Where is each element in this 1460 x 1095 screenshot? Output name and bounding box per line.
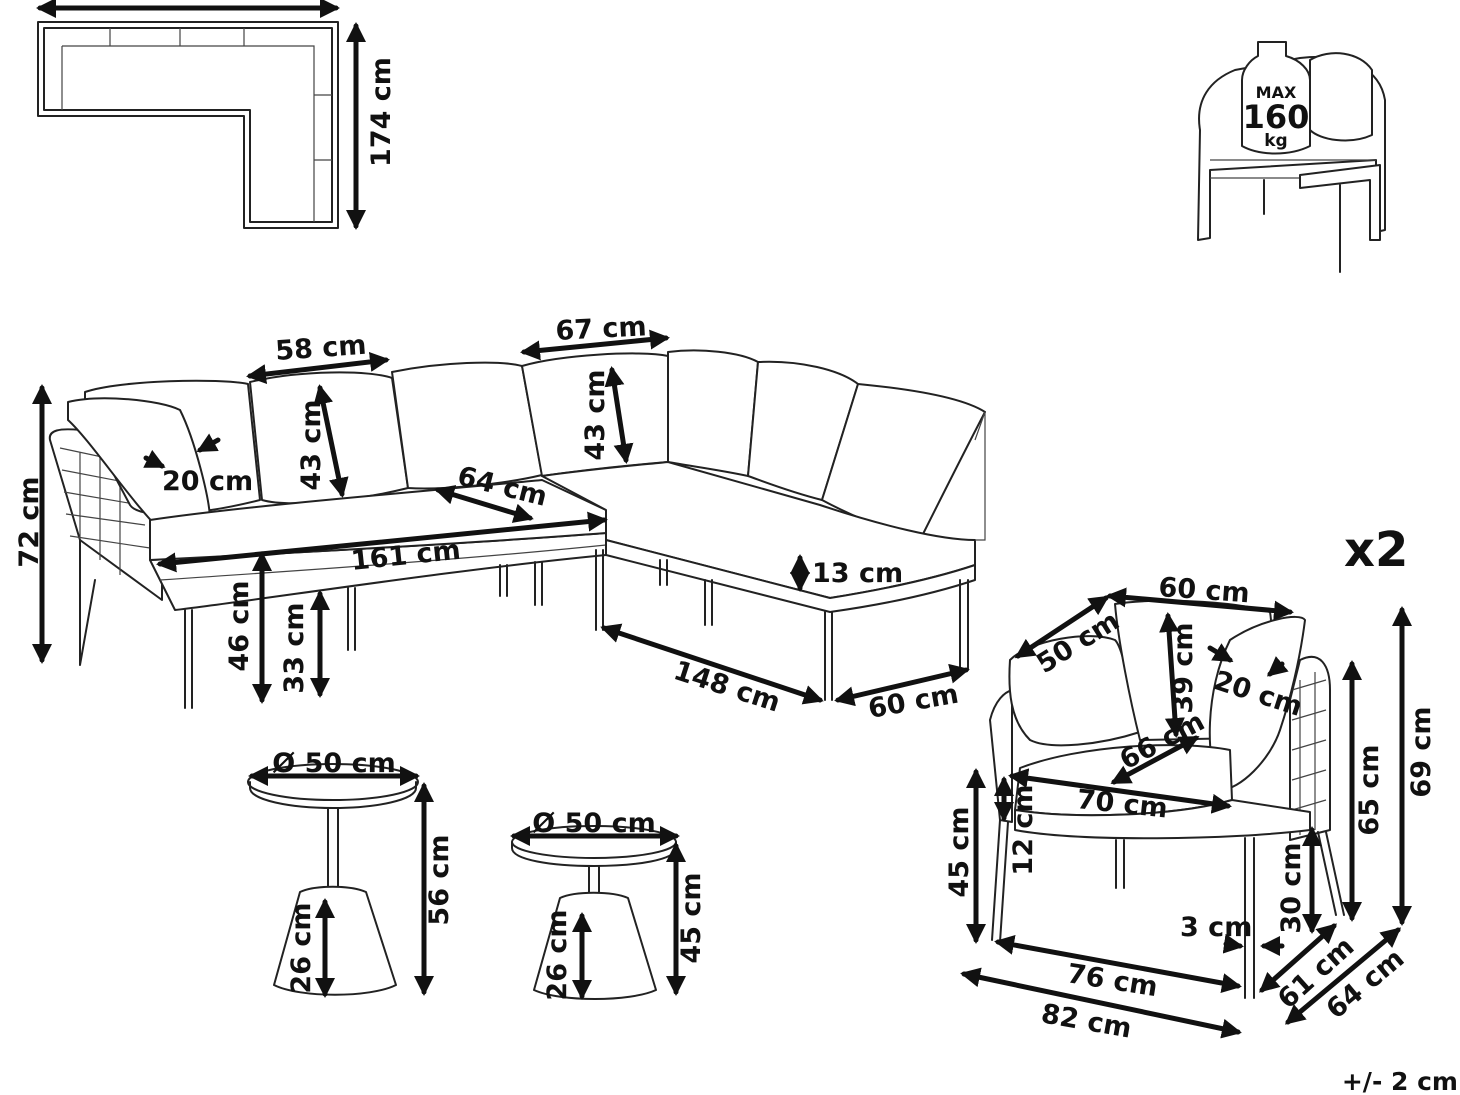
table-small-base-label: 26 cm	[542, 909, 573, 1000]
armchair: x2 60 cm 50 cm 39 cm 20 cm 66 cm 70 cm 1…	[944, 522, 1437, 1045]
sofa-seat-thickness-label: 13 cm	[812, 558, 903, 589]
table-large-height-label: 56 cm	[424, 834, 455, 925]
top-view-outline	[37, 21, 339, 229]
top-view: 174 cm	[36, 0, 397, 230]
sofa-back-width-label: 58 cm	[274, 330, 367, 367]
max-load-chair: MAX 160 kg	[1197, 41, 1386, 273]
sofa-armrest-label: 20 cm	[162, 466, 253, 497]
side-table-large: Ø 50 cm 56 cm 26 cm	[247, 748, 455, 998]
armchair-seat-height-label: 45 cm	[944, 806, 975, 897]
sofa-clearance-label: 33 cm	[279, 602, 310, 693]
armchair-clearance-label: 30 cm	[1276, 842, 1307, 933]
sofa-depth-label: 60 cm	[866, 679, 961, 725]
table-large-base-label: 26 cm	[286, 902, 317, 993]
corner-sofa: 72 cm 20 cm 58 cm 43 cm 67 cm 43 cm 64 c…	[14, 311, 986, 725]
tolerance-label: +/- 2 cm	[1342, 1067, 1458, 1095]
armchair-arm-height-label: 65 cm	[1354, 744, 1385, 835]
armchair-seat-thickness-label: 12 cm	[1008, 784, 1039, 875]
sofa-height-label: 72 cm	[14, 476, 45, 567]
max-unit: kg	[1264, 131, 1287, 151]
max-value: 160	[1243, 98, 1310, 136]
top-depth-label: 174 cm	[366, 57, 397, 167]
table-large-diameter-label: Ø 50 cm	[272, 748, 395, 779]
armchair-back-height-label: 39 cm	[1168, 622, 1199, 713]
armchair-leg-label: 3 cm	[1180, 912, 1252, 943]
sofa-corner-width-label: 67 cm	[555, 311, 648, 347]
sofa-right-length-label: 148 cm	[670, 655, 784, 718]
table-small-height-label: 45 cm	[676, 872, 707, 963]
side-table-small: Ø 50 cm 45 cm 26 cm	[510, 808, 707, 1001]
armchair-quantity-label: x2	[1344, 522, 1408, 578]
table-small-diameter-label: Ø 50 cm	[532, 808, 655, 839]
armchair-total-height-label: 69 cm	[1406, 706, 1437, 797]
max-label: MAX	[1256, 83, 1297, 102]
sofa-back-height-left-label: 43 cm	[296, 399, 327, 490]
sofa-seat-height-label: 46 cm	[224, 580, 255, 671]
weight-icon	[1241, 41, 1311, 155]
sofa-back-height-right-label: 43 cm	[580, 369, 611, 460]
armchair-back-width-label: 60 cm	[1158, 572, 1251, 609]
